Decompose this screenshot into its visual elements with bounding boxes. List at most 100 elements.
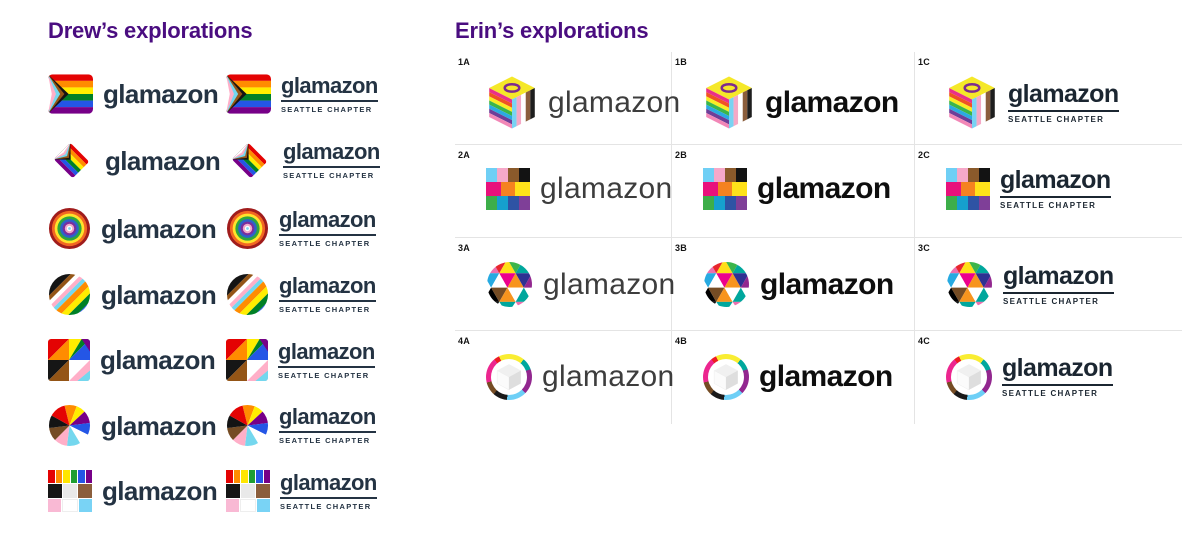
wordmark: glamazon: [765, 85, 899, 119]
wordmark: glamazon: [280, 471, 377, 499]
wordmark: glamazon: [1003, 263, 1114, 294]
logo-lockup-chapter: glamazon SEATTLE CHAPTER: [226, 404, 404, 447]
grid-cell-3A: 3A glamazon: [455, 238, 675, 331]
chapter-subtitle: SEATTLE CHAPTER: [1002, 389, 1099, 398]
chapter-subtitle: SEATTLE CHAPTER: [1000, 201, 1097, 210]
triangle-mosaic-square-icon: [48, 339, 90, 381]
logo-lockup: glamazon: [486, 261, 675, 308]
logo-lockup-chapter: glamazon SEATTLE CHAPTER: [946, 168, 1182, 210]
chapter-subtitle: SEATTLE CHAPTER: [1003, 296, 1100, 306]
chapter-subtitle: SEATTLE CHAPTER: [279, 239, 371, 248]
grid-cell-2C: 2C glamazon SEATTLE CHAPTER: [915, 145, 1182, 238]
pride-mosaic-grid-icon: [226, 470, 270, 512]
chapter-subtitle: SEATTLE CHAPTER: [278, 370, 370, 380]
pride-pinwheel-circle-icon: [48, 404, 91, 447]
rainbow-bullseye-icon: [226, 207, 269, 250]
wordmark: glamazon: [542, 360, 675, 393]
cell-label: 3C: [918, 243, 931, 253]
chapter-subtitle: SEATTLE CHAPTER: [1008, 114, 1105, 124]
logo-lockup: glamazon: [486, 354, 675, 400]
wordmark: glamazon: [279, 406, 376, 433]
wordmark: glamazon: [1000, 168, 1111, 198]
chapter-subtitle: SEATTLE CHAPTER: [280, 501, 372, 511]
progress-flag-diamond-icon: [48, 137, 95, 184]
drew-row-1: glamazon glamazon SEATTLE CHAPTER: [48, 74, 420, 114]
grid-cell-2A: 2A glamazon: [455, 145, 672, 238]
ring-cube-icon: [486, 354, 532, 400]
logo-lockup: glamazon: [48, 339, 226, 381]
drew-row-7: glamazon glamazon SEATTLE CHAPTER: [48, 470, 420, 512]
logo-lockup-chapter: glamazon SEATTLE CHAPTER: [226, 137, 404, 184]
facet-sphere-icon: [486, 261, 533, 308]
grid-cell-2B: 2B glamazon: [672, 145, 915, 238]
erin-explorations-section: Erin’s explorations 1A glamazon 1B glama…: [455, 18, 1182, 424]
grid-cell-4A: 4A glamazon: [455, 331, 675, 424]
logo-lockup-chapter: glamazon SEATTLE CHAPTER: [946, 261, 1182, 308]
cell-label: 2C: [918, 150, 931, 160]
wordmark: glamazon: [757, 172, 891, 205]
pride-pixel-grid-icon: [486, 168, 531, 210]
cell-label: 1A: [458, 57, 471, 67]
logo-lockup-chapter: glamazon SEATTLE CHAPTER: [946, 354, 1182, 400]
drew-row-6: glamazon glamazon SEATTLE CHAPTER: [48, 404, 420, 447]
wordmark: glamazon: [102, 476, 218, 506]
drew-row-5: glamazon glamazon SEATTLE CHAPTER: [48, 339, 420, 381]
grid-cell-4B: 4B glamazon: [672, 331, 915, 424]
progress-flag-diamond-icon: [226, 137, 273, 184]
logo-lockup: glamazon: [703, 261, 914, 308]
cell-label: 4A: [458, 336, 471, 346]
grid-cell-1A: 1A glamazon: [455, 52, 680, 145]
wordmark: glamazon: [100, 345, 216, 375]
cell-label: 1C: [918, 57, 931, 67]
logo-lockup-chapter: glamazon SEATTLE CHAPTER: [226, 339, 404, 381]
wordmark: glamazon: [1008, 81, 1119, 112]
logo-lockup: glamazon: [48, 137, 226, 184]
logo-lockup: glamazon: [48, 207, 226, 250]
ring-cube-icon: [703, 354, 749, 400]
erin-grid: 1A glamazon 1B glamazon 1C glamazon SEAT…: [455, 52, 1182, 424]
pride-cube-icon: [486, 75, 538, 130]
ring-cube-icon: [946, 354, 992, 400]
logo-lockup-chapter: glamazon SEATTLE CHAPTER: [226, 470, 404, 512]
pride-pinwheel-circle-icon: [226, 404, 269, 447]
logo-lockup: glamazon: [48, 470, 226, 512]
logo-lockup: glamazon: [48, 273, 226, 316]
wordmark: glamazon: [279, 275, 376, 302]
erin-section-title: Erin’s explorations: [455, 18, 649, 43]
wordmark: glamazon: [759, 360, 893, 393]
drew-row-3: glamazon glamazon SEATTLE CHAPTER: [48, 207, 420, 250]
pride-pixel-grid-icon: [946, 168, 991, 210]
cell-label: 1B: [675, 57, 688, 67]
wordmark: glamazon: [283, 141, 380, 168]
rainbow-bullseye-icon: [48, 207, 91, 250]
wordmark: glamazon: [543, 267, 676, 301]
pride-cube-icon: [946, 75, 998, 130]
logo-lockup: glamazon: [703, 354, 914, 400]
cell-label: 2B: [675, 150, 688, 160]
wordmark: glamazon: [101, 213, 217, 244]
progress-flag-square-icon: [226, 74, 271, 114]
wordmark: glamazon: [278, 340, 375, 368]
wordmark: glamazon: [1002, 356, 1113, 386]
logo-lockup-chapter: glamazon SEATTLE CHAPTER: [946, 75, 1182, 130]
chapter-subtitle: SEATTLE CHAPTER: [279, 305, 371, 314]
diagonal-stripe-circle-icon: [48, 273, 91, 316]
logo-lockup: glamazon: [48, 74, 226, 114]
wordmark: glamazon: [101, 279, 217, 310]
diagonal-stripe-circle-icon: [226, 273, 269, 316]
chapter-subtitle: SEATTLE CHAPTER: [283, 171, 375, 180]
grid-cell-1C: 1C glamazon SEATTLE CHAPTER: [915, 52, 1182, 145]
wordmark: glamazon: [540, 172, 673, 205]
pride-mosaic-grid-icon: [48, 470, 92, 512]
cell-label: 4B: [675, 336, 688, 346]
logo-lockup: glamazon: [48, 404, 226, 447]
logo-lockup-chapter: glamazon SEATTLE CHAPTER: [226, 273, 404, 316]
drew-section-title: Drew’s explorations: [48, 18, 253, 43]
wordmark: glamazon: [105, 145, 221, 176]
cell-label: 4C: [918, 336, 931, 346]
logo-lockup: glamazon: [486, 168, 673, 210]
grid-cell-1B: 1B glamazon: [672, 52, 915, 145]
facet-sphere-icon: [946, 261, 993, 308]
pride-pixel-grid-icon: [703, 168, 748, 210]
grid-cell-4C: 4C glamazon SEATTLE CHAPTER: [915, 331, 1182, 424]
